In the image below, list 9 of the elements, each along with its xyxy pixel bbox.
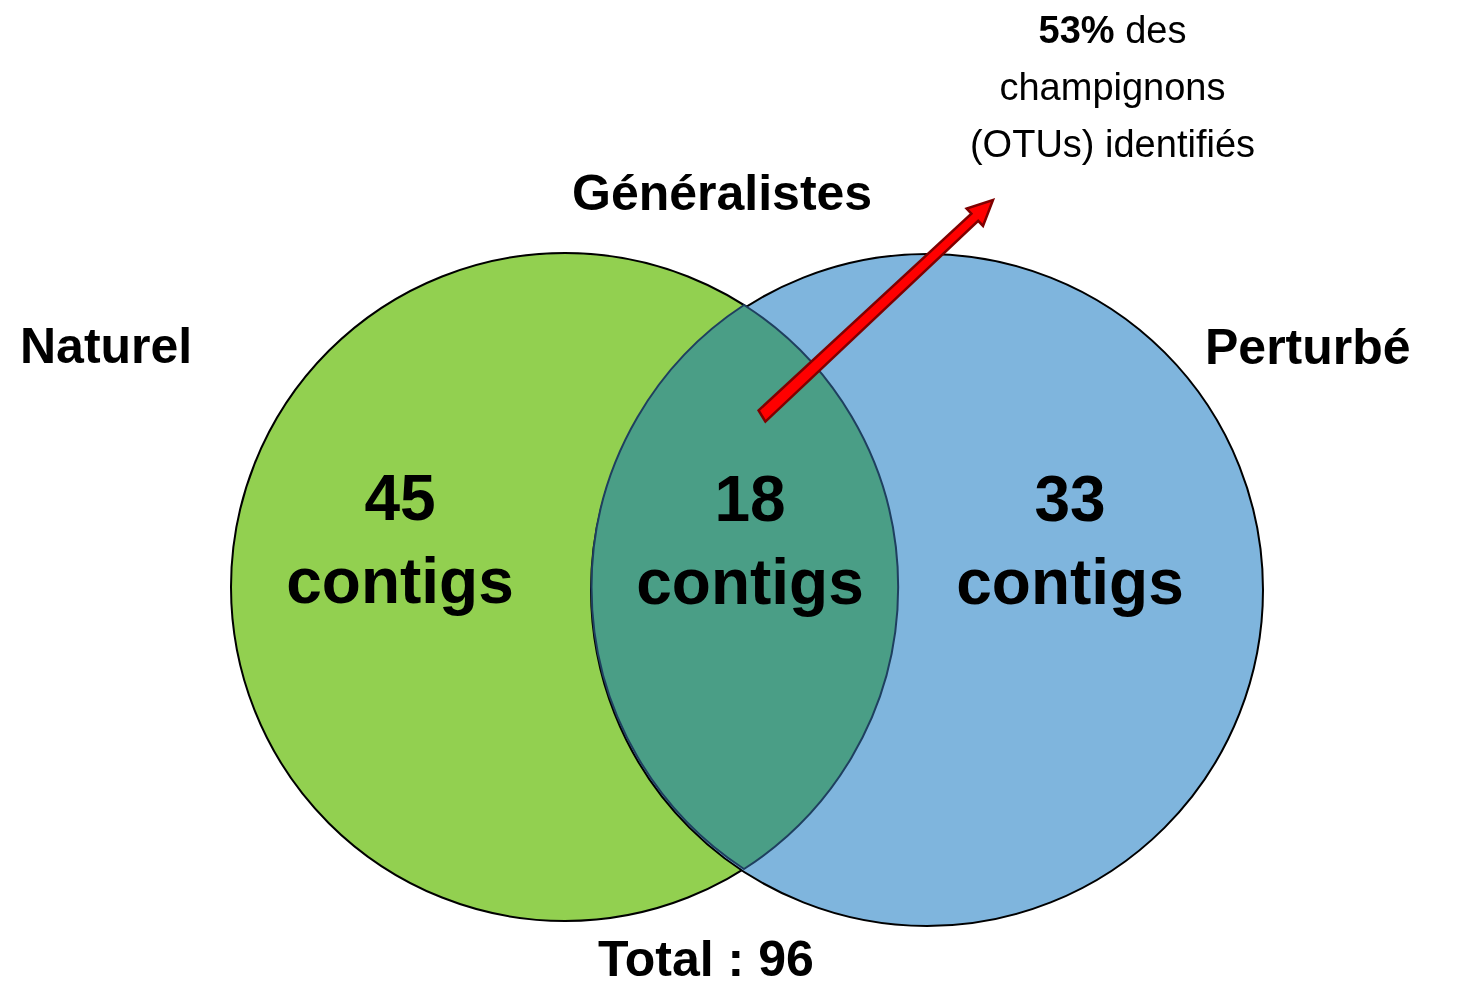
set-label: Naturel xyxy=(20,317,193,375)
annotation-text: 53% des champignons (OTUs) identifiés xyxy=(965,2,1260,173)
total-label: Total : 96 xyxy=(598,930,814,987)
set-label: Perturbé xyxy=(1205,318,1411,376)
set-label: Généralistes xyxy=(572,164,873,222)
count-label: 33 contigs xyxy=(955,462,1185,621)
arrow xyxy=(757,198,996,424)
count-label: 18 contigs xyxy=(635,462,865,621)
count-label: 45 contigs xyxy=(285,461,515,620)
